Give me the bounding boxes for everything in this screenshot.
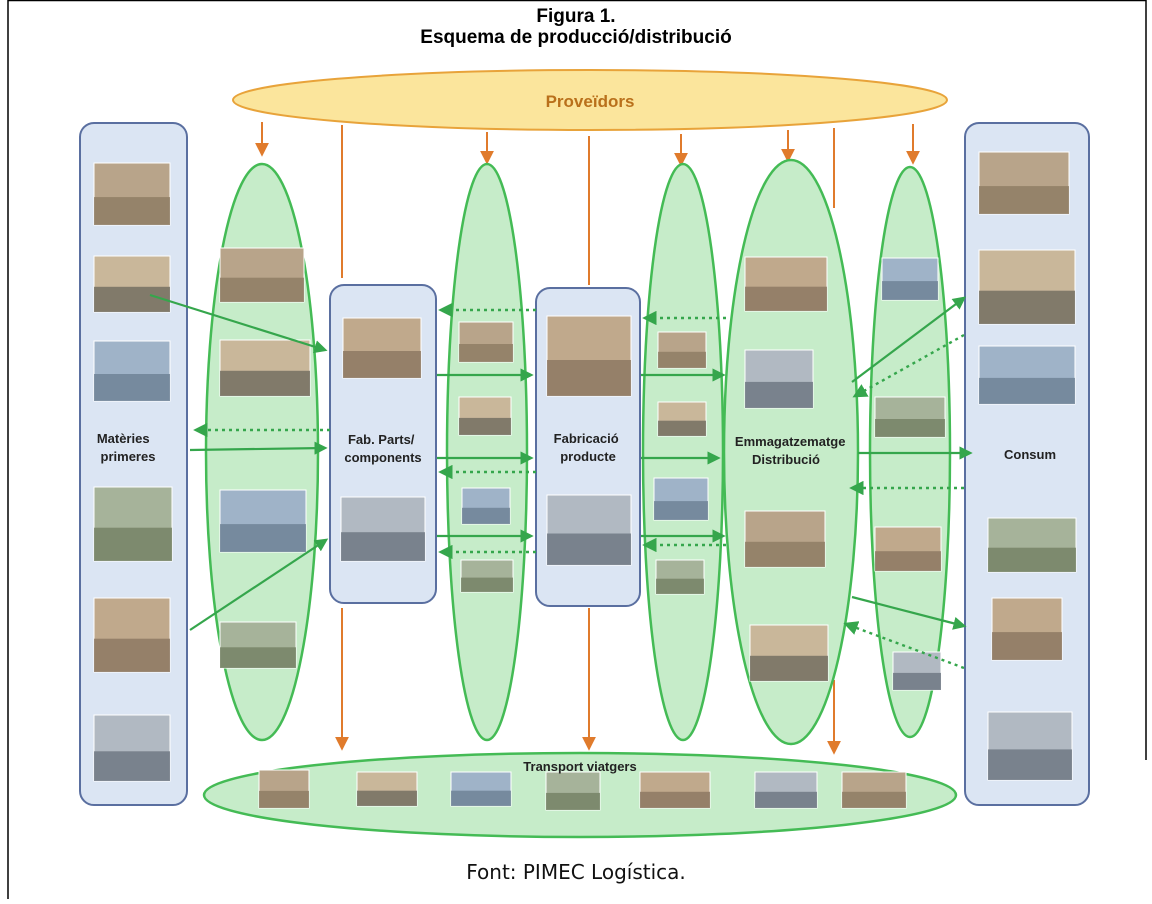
photo-placeholders: [93, 151, 1077, 811]
sheep-photo: [93, 340, 171, 402]
yellow-truck-photo: [458, 321, 514, 363]
lorry-photo: [657, 401, 707, 437]
silos-photo: [340, 496, 426, 562]
container-ship-photo: [219, 489, 307, 553]
vegetables-photo: [978, 345, 1076, 405]
shopping-bags-photo: [987, 517, 1077, 573]
plane-photo: [841, 771, 907, 809]
logistics-yard-photo: [744, 510, 826, 568]
raw-materials-line-2: primeres: [101, 449, 156, 464]
manufacturing-line-1: Fabricació: [554, 431, 619, 446]
wheat-field-photo: [93, 597, 171, 673]
return-flow-arrows: [193, 302, 965, 670]
laptop-shopping-photo: [991, 597, 1063, 661]
ferry-photo: [639, 771, 711, 809]
truck-photo: [219, 339, 311, 397]
flow-arrow: [149, 293, 328, 354]
node-labels: Matèries primeres Fab. Parts/ components…: [97, 431, 1056, 774]
taxi-photo: [258, 769, 310, 809]
flow-arrow: [189, 441, 328, 455]
figure-title: Esquema de producció/distribució: [420, 27, 732, 48]
flow-arrow: [851, 595, 967, 630]
white-van-photo: [874, 526, 942, 572]
ore-rocks-photo: [93, 714, 171, 782]
supply-lines: [255, 122, 920, 755]
red-train-photo: [458, 396, 512, 436]
storage-line-1: Emmagatzematge: [735, 434, 846, 449]
forward-flow-arrows: [149, 293, 973, 631]
shop-shelves-photo: [978, 249, 1076, 325]
storage-line-2: Distribució: [752, 452, 820, 467]
consumption-panel: [964, 122, 1090, 806]
storage-label: Emmagatzematge Distribució: [735, 434, 849, 467]
providers-label: Proveïdors: [546, 92, 635, 111]
parts-line-2: components: [344, 450, 421, 465]
green-van-photo: [881, 257, 939, 301]
airplane-photo: [461, 487, 511, 525]
parts-line-1: Fab. Parts/: [348, 432, 415, 447]
small-train-photo: [657, 331, 707, 369]
flow-arrow: [851, 296, 967, 383]
train-photo: [545, 771, 601, 811]
cargo-plane-photo: [219, 621, 297, 669]
bus-photo: [356, 771, 418, 807]
flow-arrow: [189, 538, 329, 631]
forklifts-photo: [744, 349, 814, 409]
industrial-plant-photo: [546, 494, 632, 566]
parts-label: Fab. Parts/ components: [344, 432, 421, 465]
warehouse-building-photo: [749, 624, 829, 682]
transport-ellipse-2: [445, 162, 529, 742]
providers-ellipse: [232, 69, 948, 131]
raw-materials-line-1: Matèries: [97, 431, 150, 446]
warehouse-interior-photo: [744, 256, 828, 312]
ship-photo: [460, 559, 514, 593]
manufacturing-line-2: producte: [560, 449, 616, 464]
yellow-van-photo: [874, 396, 946, 438]
rolls-wood-photo: [93, 486, 173, 562]
oranges-photo: [93, 255, 171, 313]
transport-ellipse-3: [641, 162, 725, 742]
raw-materials-label: Matèries primeres: [97, 431, 156, 464]
flour-sugar-photo: [93, 162, 171, 226]
machine-photo: [546, 315, 632, 397]
manufacturing-label: Fabricació producte: [554, 431, 623, 464]
passenger-transport-label: Transport viatgers: [523, 759, 636, 774]
consumption-label: Consum: [1004, 447, 1056, 462]
port-cranes-photo: [653, 477, 709, 521]
station-photo: [754, 771, 818, 809]
factory-photo: [342, 317, 422, 379]
trucks-row-photo: [655, 559, 705, 595]
city-skyline-photo: [987, 711, 1073, 781]
apartment-building-photo: [978, 151, 1070, 215]
freight-train-photo: [219, 247, 305, 303]
delivery-van-photo: [892, 651, 942, 691]
tram-photo: [450, 771, 512, 807]
figure-number: Figura 1.: [536, 6, 616, 27]
figure-caption: Font: PIMEC Logística.: [466, 860, 686, 884]
